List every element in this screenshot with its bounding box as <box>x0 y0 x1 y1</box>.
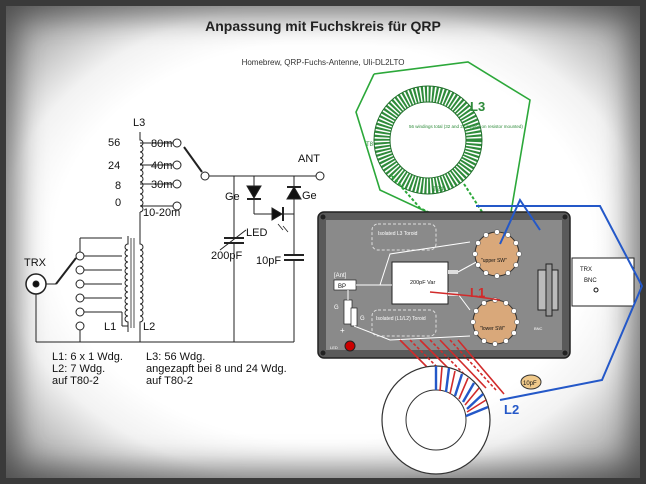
tap-8: 8 <box>115 180 121 192</box>
isolated-l3-label: Isolated L3 Toroid <box>378 231 418 237</box>
led-label: LED <box>246 227 267 239</box>
page-subtitle: Homebrew, QRP-Fuchs-Antenne, Uli-DL2LTO <box>241 58 405 67</box>
var-cap-label: 200pF Var <box>410 280 435 286</box>
led-board-label: LED <box>330 345 338 350</box>
g-label-2: G <box>360 316 365 322</box>
t8-label: T8 <box>366 142 374 148</box>
notes-left: L1: 6 x 1 Wdg. L2: 7 Wdg. auf T80-2 <box>52 351 123 387</box>
band-30m: 30m <box>151 179 172 191</box>
toroid-note: 56 windings total (32 and 24 tapped on r… <box>409 124 523 129</box>
cap-10pf-label: 10pF <box>256 255 281 267</box>
plus-label: + <box>340 326 345 335</box>
trx-bnc-connector: TRX BNC <box>571 257 635 307</box>
isolated-l1l2-label: Isolated (L1/L2) Toroid <box>376 316 426 322</box>
cap-200pf-label: 200pF <box>211 250 242 262</box>
band-80m: 80m <box>151 138 172 150</box>
tap-0: 0 <box>115 197 121 209</box>
bp-label: BP <box>338 284 346 290</box>
schematic: L3 <box>25 117 325 343</box>
tap-56: 56 <box>108 137 120 149</box>
notes-right: L3: 56 Wdg. angezapft bei 8 und 24 Wdg. … <box>146 351 287 387</box>
l1-coil <box>124 236 129 332</box>
band-10-20m: 10-20m <box>143 207 180 219</box>
page-title: Anpassung mit Fuchskreis für QRP <box>205 18 441 34</box>
l3-board-label: L3 <box>470 99 485 114</box>
t24-label: T24 <box>433 187 444 193</box>
l2-coil <box>139 236 144 334</box>
upper-sw-label: "upper SW" <box>481 258 507 264</box>
cap-10pf-board: 10pF <box>520 374 542 390</box>
trx-label: TRX <box>24 257 47 269</box>
l3-coil <box>139 132 144 213</box>
lower-sw-label: "lower SW" <box>480 326 505 332</box>
band-40m: 40m <box>151 160 172 172</box>
l2-board-label: L2 <box>504 402 519 417</box>
tap-24: 24 <box>108 160 120 172</box>
l2-label: L2 <box>143 321 155 333</box>
ge-label-1: Ge <box>225 191 240 203</box>
ant-terminal-label: [Ant] <box>334 273 347 279</box>
l3-toroid: 56 windings total (32 and 24 tapped on r… <box>366 85 523 195</box>
l1-l2-toroid: L2 <box>381 365 519 475</box>
g-label-1: G <box>334 305 339 311</box>
l1-label: L1 <box>104 321 116 333</box>
trx-board-label: TRX <box>580 267 592 273</box>
ant-label: ANT <box>298 153 320 165</box>
schematic-labels: 56 24 8 0 80m 40m 30m 10-20m ANT TRX L1 … <box>24 137 320 333</box>
bnc-gnd-label: BNC <box>534 326 543 331</box>
l1-board-label: L1 <box>470 285 485 300</box>
l3-label: L3 <box>133 117 145 129</box>
cap-10pf-board-label: 10pF <box>523 381 537 387</box>
blue-wires <box>476 197 644 401</box>
bnc-board-label: BNC <box>584 278 597 284</box>
ge-label-2: Ge <box>302 190 317 202</box>
enclosure: Isolated L3 Toroid Isolated (L1/L2) Toro… <box>317 211 571 359</box>
